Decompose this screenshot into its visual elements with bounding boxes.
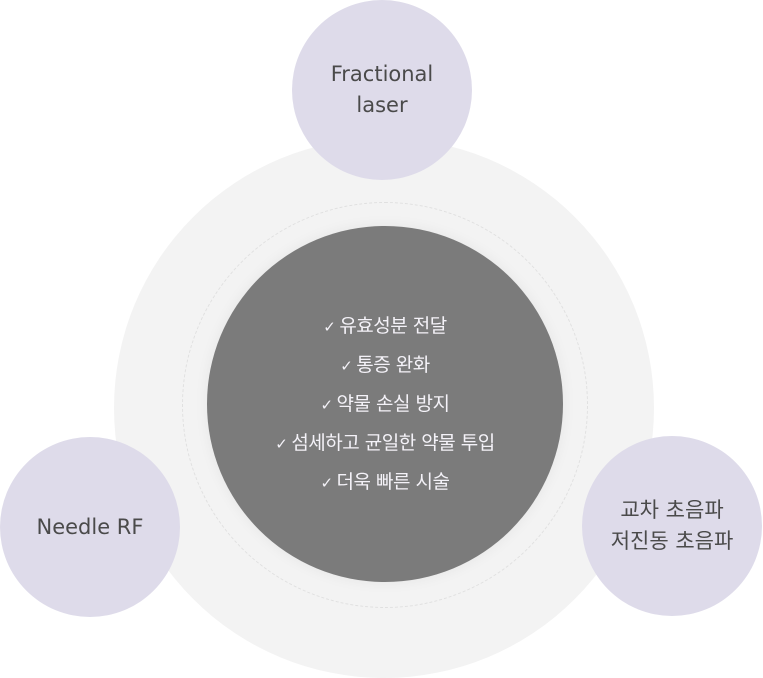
benefit-item: ✓유효성분 전달 xyxy=(323,307,447,346)
center-circle: ✓유효성분 전달 ✓통증 완화 ✓약물 손실 방지 ✓섬세하고 균일한 약물 투… xyxy=(207,226,563,582)
benefit-label: 통증 완화 xyxy=(356,353,430,376)
node-label: 교차 초음파 xyxy=(620,498,724,522)
check-icon: ✓ xyxy=(320,473,333,492)
benefit-label: 더욱 빠른 시술 xyxy=(336,470,450,493)
node-label: Needle RF xyxy=(36,514,144,539)
node-label: Fractional xyxy=(330,62,434,86)
benefit-item: ✓약물 손실 방지 xyxy=(320,385,450,424)
node-label: laser xyxy=(356,93,408,117)
check-icon: ✓ xyxy=(275,434,288,453)
benefit-label: 약물 손실 방지 xyxy=(336,392,450,415)
benefit-item: ✓더욱 빠른 시술 xyxy=(320,463,450,502)
node-ultrasound: 교차 초음파 저진동 초음파 xyxy=(582,436,762,616)
check-icon: ✓ xyxy=(323,317,336,336)
benefit-label: 섬세하고 균일한 약물 투입 xyxy=(291,431,495,454)
benefit-label: 유효성분 전달 xyxy=(339,314,447,337)
node-label: 저진동 초음파 xyxy=(610,529,734,553)
benefit-item: ✓섬세하고 균일한 약물 투입 xyxy=(275,424,495,463)
node-fractional-laser: Fractional laser xyxy=(292,0,472,180)
node-needle-rf: Needle RF xyxy=(0,437,180,617)
benefit-item: ✓통증 완화 xyxy=(340,346,430,385)
check-icon: ✓ xyxy=(340,356,353,375)
dashed-ring xyxy=(182,202,588,608)
check-icon: ✓ xyxy=(320,395,333,414)
